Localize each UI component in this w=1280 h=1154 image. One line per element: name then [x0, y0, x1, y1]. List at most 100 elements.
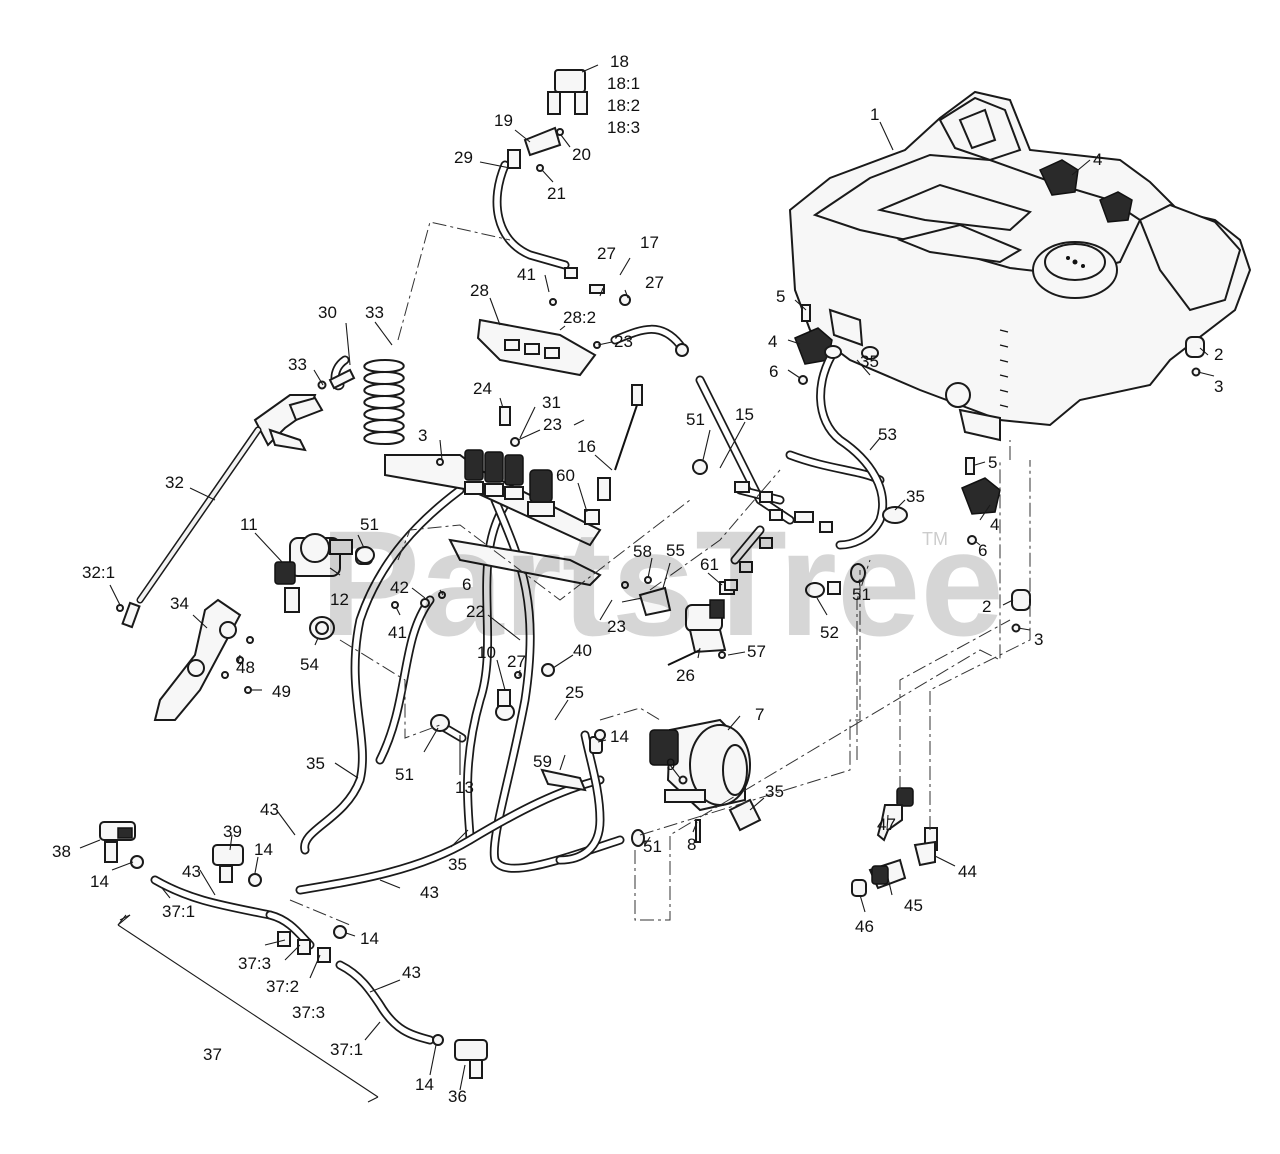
callout-60: 60 [556, 466, 575, 485]
callout-42: 42 [390, 578, 409, 597]
callout-43: 43 [420, 883, 439, 902]
callout-19: 19 [494, 111, 513, 130]
callout-3: 3 [1034, 630, 1043, 649]
callout-55: 55 [666, 541, 685, 560]
callout-37-1: 37:1 [330, 1040, 363, 1059]
callout-51: 51 [360, 515, 379, 534]
callout-52: 52 [820, 623, 839, 642]
callout-26: 26 [676, 666, 695, 685]
callout-13: 13 [455, 778, 474, 797]
callout-4: 4 [990, 515, 999, 534]
callout-6: 6 [978, 541, 987, 560]
callout-54: 54 [300, 655, 319, 674]
callout-59: 59 [533, 752, 552, 771]
callout-18-3: 18:3 [607, 118, 640, 137]
callout-8: 8 [687, 835, 696, 854]
callout-29: 29 [454, 148, 473, 167]
callout-14: 14 [610, 727, 629, 746]
pump-assembly [589, 718, 762, 843]
callout-37-3: 37:3 [238, 954, 271, 973]
callout-27: 27 [645, 273, 664, 292]
callout-43: 43 [402, 963, 421, 982]
callout-4: 4 [1093, 150, 1102, 169]
callout-21: 21 [547, 184, 566, 203]
callout-35: 35 [906, 487, 925, 506]
callout-30: 30 [318, 303, 337, 322]
callout-3: 3 [1214, 377, 1223, 396]
callout-17: 17 [640, 233, 659, 252]
callout-18-2: 18:2 [607, 96, 640, 115]
callout-37-3: 37:3 [292, 1003, 325, 1022]
callout-43: 43 [260, 800, 279, 819]
leader-lines [79, 64, 1215, 1091]
gauge-assembly [507, 69, 588, 172]
callout-51: 51 [686, 410, 705, 429]
callout-6: 6 [462, 575, 471, 594]
callout-14: 14 [90, 872, 109, 891]
callout-47: 47 [877, 815, 896, 834]
callout-39: 39 [223, 822, 242, 841]
callout-41: 41 [517, 265, 536, 284]
callout-25: 25 [565, 683, 584, 702]
callout-20: 20 [572, 145, 591, 164]
callout-18-1: 18:1 [607, 74, 640, 93]
hose-fitting-series [692, 345, 908, 591]
callout-44: 44 [958, 862, 977, 881]
callout-22: 22 [466, 602, 485, 621]
callout-41: 41 [388, 623, 407, 642]
callout-labels: 1 2 3 2 3 3 4 4 4 5 5 6 6 6 7 8 9 10 11 … [52, 52, 1223, 1106]
nozzle-parts [99, 729, 606, 1079]
callout-27: 27 [507, 652, 526, 671]
callout-5: 5 [988, 453, 997, 472]
callout-15: 15 [735, 405, 754, 424]
callout-28-2: 28:2 [563, 308, 596, 327]
callout-36: 36 [448, 1087, 467, 1106]
callout-6: 6 [769, 362, 778, 381]
callout-37: 37 [203, 1045, 222, 1064]
callout-45: 45 [904, 896, 923, 915]
handle-bracket [153, 598, 254, 721]
manifold-assembly [384, 267, 689, 587]
callout-14: 14 [415, 1075, 434, 1094]
coil-hose [363, 359, 405, 445]
callout-35: 35 [306, 754, 325, 773]
watermark-text: PartsTree [320, 499, 1004, 667]
callout-58: 58 [633, 542, 652, 561]
callout-24: 24 [473, 379, 492, 398]
callout-40: 40 [573, 641, 592, 660]
callout-5: 5 [776, 287, 785, 306]
callout-14: 14 [360, 929, 379, 948]
callout-11: 11 [240, 515, 258, 534]
callout-7: 7 [755, 705, 764, 724]
callout-35: 35 [448, 855, 467, 874]
bracket-parts [794, 159, 1205, 633]
callout-14: 14 [254, 840, 273, 859]
callout-51: 51 [852, 585, 871, 604]
callout-2: 2 [982, 597, 991, 616]
callout-53: 53 [878, 425, 897, 444]
callout-49: 49 [272, 682, 291, 701]
callout-4: 4 [768, 332, 777, 351]
callout-3: 3 [418, 426, 427, 445]
callout-43: 43 [182, 862, 201, 881]
callout-23: 23 [543, 415, 562, 434]
callout-48: 48 [236, 658, 255, 677]
callout-51: 51 [643, 837, 662, 856]
callout-35: 35 [860, 352, 879, 371]
callout-33: 33 [365, 303, 384, 322]
callout-1: 1 [870, 105, 879, 124]
routing-lines [117, 221, 1031, 1103]
callout-23: 23 [614, 332, 633, 351]
strainer-parts [851, 787, 938, 897]
callout-57: 57 [747, 642, 766, 661]
callout-34: 34 [170, 594, 189, 613]
callout-23: 23 [607, 617, 626, 636]
callout-10: 10 [477, 643, 496, 662]
watermark-tm: TM [922, 529, 948, 549]
spray-gun [116, 368, 356, 629]
callout-61: 61 [700, 555, 719, 574]
callout-37-1: 37:1 [162, 902, 195, 921]
callout-38: 38 [52, 842, 71, 861]
callout-16: 16 [577, 437, 596, 456]
